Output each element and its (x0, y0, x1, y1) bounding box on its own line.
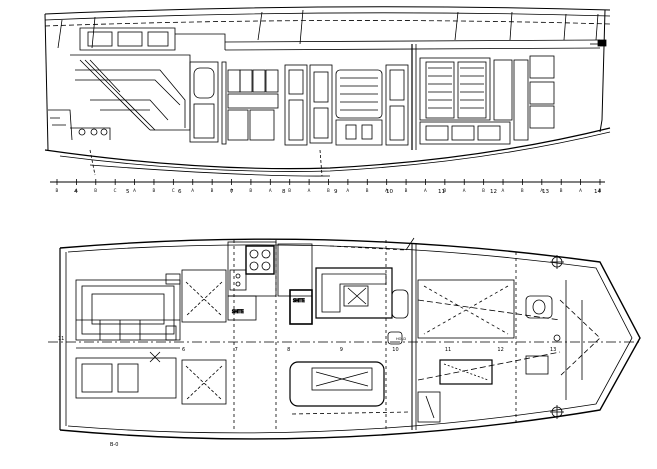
nav-station: SHITE (277, 243, 313, 325)
scale-letter: B (482, 188, 485, 193)
plan-station-number: 11 (445, 347, 451, 353)
scale-letter: B (443, 188, 446, 193)
scale-number: 12 (490, 189, 497, 195)
forward-cabin-joinery (419, 55, 555, 145)
scale-letter: A (133, 188, 136, 193)
scale-letter: B (152, 188, 155, 193)
deckhouse (79, 27, 176, 51)
scale-letter: B (94, 188, 97, 193)
scale-letter: A (346, 188, 349, 193)
scale-letter: B (327, 188, 330, 193)
profile-view (44, 6, 611, 177)
scale-letter: A (191, 188, 194, 193)
scale-letter: A (463, 188, 466, 193)
saloon-settee (289, 361, 411, 415)
plan-station-number: 8 (287, 347, 290, 353)
companionway-stairs (70, 54, 191, 131)
plan-station-number: 13 (550, 347, 556, 353)
plan-station-number: 10 (392, 347, 398, 353)
engine-room (165, 269, 227, 405)
scale-number: 7 (230, 189, 234, 195)
forward-cabin (411, 244, 601, 430)
scale-number: 11 (438, 189, 445, 195)
bottom-mark: B-0 (110, 442, 118, 448)
scale-letter: A (424, 188, 427, 193)
scale-letter: A (540, 188, 543, 193)
scale-number: 13 (542, 189, 549, 195)
scale-letter: B (249, 188, 252, 193)
scale-letter: A (308, 188, 311, 193)
scale-letter: A (502, 188, 505, 193)
scale-letter: C (172, 188, 175, 193)
galley: SHITE (227, 241, 277, 321)
scale-letter: B (288, 188, 291, 193)
scale-letter: B (599, 188, 602, 193)
scale-letter: B (560, 188, 563, 193)
scale-letter: C (114, 188, 117, 193)
aft-cabin (75, 279, 181, 399)
sheer-line (44, 6, 611, 15)
scale-letter: A (579, 188, 582, 193)
plan-station-number: 6 (182, 347, 185, 353)
stern-profile (44, 13, 49, 151)
cab-left-label: SHITE (232, 309, 244, 314)
scale-letter: B (405, 188, 408, 193)
scale-letter: B (521, 188, 524, 193)
plan-hull-outline (59, 238, 641, 440)
saloon-dinette (315, 237, 415, 345)
scale-number: 6 (178, 189, 182, 195)
scale-letter: A (230, 188, 233, 193)
scale-number: 8 (282, 189, 286, 195)
scale-letter: A (75, 188, 78, 193)
hull-bottom (44, 127, 611, 170)
scale-letter: B (366, 188, 369, 193)
scale-letter: B (56, 188, 59, 193)
plan-station-number: 7 (235, 347, 238, 353)
plan-view: SHITE SHITE (48, 237, 641, 448)
row-label-left: 11 (58, 336, 64, 342)
scale-letter: A (385, 188, 388, 193)
scale-letter: B (211, 188, 214, 193)
saloon-bulkheads (189, 44, 417, 150)
plan-station-number: 9 (340, 347, 343, 353)
midline-mark: HOLD (396, 337, 406, 341)
station-scale: 4 5 6 7 8 9 10 11 12 13 14 B A B C A B C A B A B A B A B A B A B A B A B… (50, 179, 605, 195)
cab-right-label: SHITE (293, 298, 305, 303)
plan-station-number: 12 (497, 347, 503, 353)
scale-number: 10 (386, 189, 393, 195)
scale-number: 9 (334, 189, 338, 195)
scale-number: 4 (74, 189, 78, 195)
scale-number: 14 (594, 189, 601, 195)
scale-letter: A (269, 188, 272, 193)
bow-profile (599, 9, 606, 133)
scale-number: 5 (126, 189, 130, 195)
